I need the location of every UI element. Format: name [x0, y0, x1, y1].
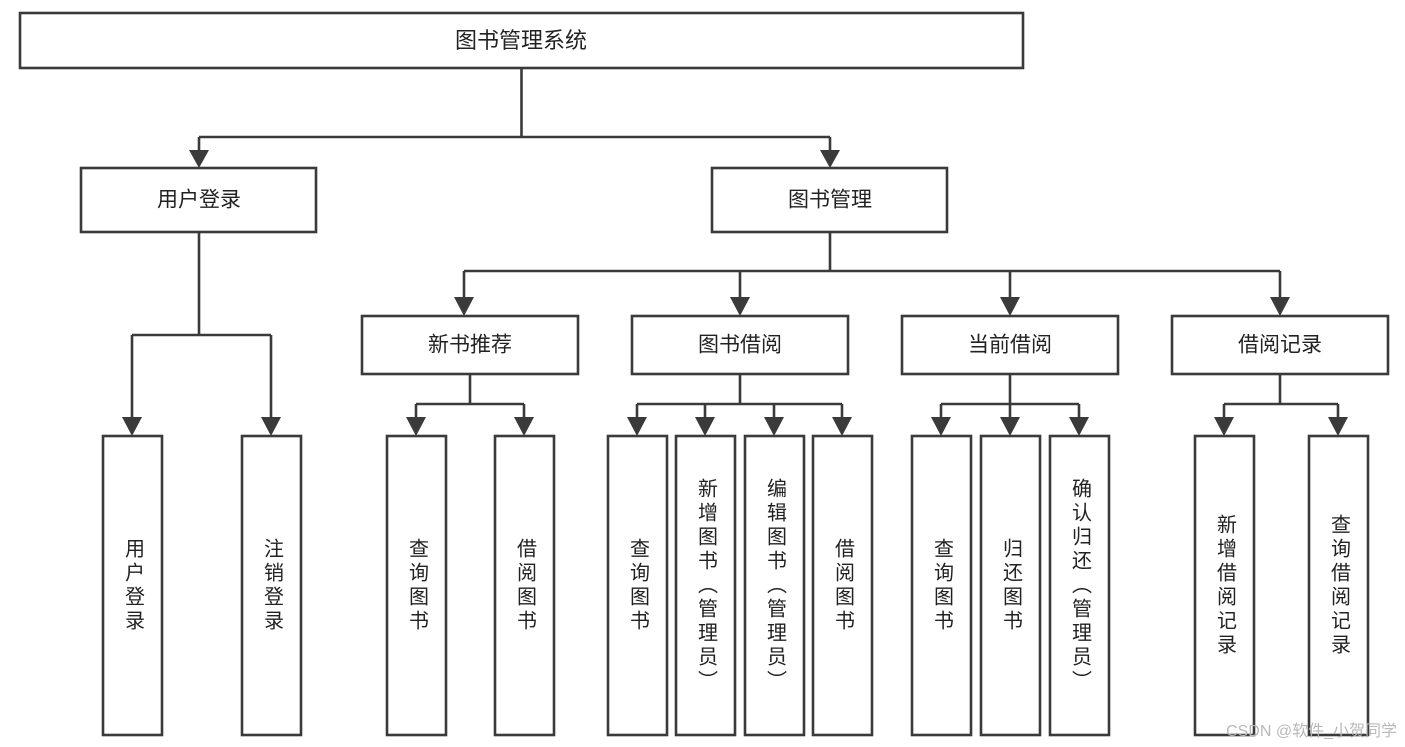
node-user-login-box[interactable]	[79, 166, 318, 234]
connector-layer	[122, 68, 1348, 436]
node-leaf-cb-confirm-return-box[interactable]	[1048, 434, 1111, 737]
arrow-head-icon	[514, 417, 534, 436]
node-current-borrow-box[interactable]	[900, 314, 1120, 376]
node-new-book-recommend-label: 新书推荐	[428, 334, 512, 357]
node-leaf-br-query-record-box[interactable]	[1307, 434, 1370, 737]
node-root-label: 图书管理系统	[455, 28, 587, 53]
node-leaf-nb-borrow-book-box[interactable]	[493, 434, 556, 737]
node-borrow-record-box[interactable]	[1170, 314, 1390, 376]
arrow-head-icon	[122, 417, 142, 436]
node-leaf-br-query-record[interactable]	[1307, 434, 1370, 737]
arrow-head-icon	[1000, 297, 1020, 316]
arrow-head-icon	[1270, 297, 1290, 316]
arrow-head-icon	[695, 417, 715, 436]
node-current-borrow-label: 当前借阅	[968, 334, 1052, 357]
node-leaf-bb-edit-book-box[interactable]	[743, 434, 806, 737]
arrow-head-icon	[1069, 417, 1089, 436]
node-root[interactable]: 图书管理系统	[18, 11, 1025, 70]
node-leaf-bb-query-book[interactable]	[606, 434, 669, 737]
node-leaf-nb-query-book[interactable]	[385, 434, 448, 737]
arrow-head-icon	[189, 150, 209, 168]
node-leaf-bb-borrow-book-box[interactable]	[811, 434, 874, 737]
node-book-borrow-box[interactable]	[630, 314, 850, 376]
node-leaf-bb-query-book-box[interactable]	[606, 434, 669, 737]
node-leaf-bb-add-book[interactable]	[674, 434, 737, 737]
arrow-head-icon	[931, 417, 951, 436]
arrow-head-icon	[820, 150, 840, 168]
node-leaf-bb-edit-book[interactable]	[743, 434, 806, 737]
node-user-login-label: 用户登录	[157, 189, 241, 212]
node-leaf-cb-return-book[interactable]	[979, 434, 1042, 737]
node-new-book-recommend[interactable]: 新书推荐	[360, 314, 580, 376]
arrow-head-icon	[454, 297, 474, 316]
arrow-head-icon	[406, 417, 426, 436]
node-book-manage-box[interactable]	[710, 166, 949, 234]
arrow-head-icon	[1328, 417, 1348, 436]
node-book-borrow-label: 图书借阅	[698, 334, 782, 357]
node-leaf-bb-borrow-book[interactable]	[811, 434, 874, 737]
node-leaf-cb-confirm-return[interactable]	[1048, 434, 1111, 737]
node-new-book-recommend-box[interactable]	[360, 314, 580, 376]
node-borrow-record-label: 借阅记录	[1238, 334, 1322, 357]
node-borrow-record[interactable]: 借阅记录	[1170, 314, 1390, 376]
node-leaf-cb-query-book[interactable]	[910, 434, 973, 737]
arrow-head-icon	[627, 417, 647, 436]
node-book-manage[interactable]: 图书管理	[710, 166, 949, 234]
arrow-head-icon	[1000, 417, 1020, 436]
arrow-head-icon	[730, 297, 750, 316]
node-leaf-br-add-record[interactable]	[1193, 434, 1256, 737]
node-book-borrow[interactable]: 图书借阅	[630, 314, 850, 376]
node-leaf-cb-query-book-box[interactable]	[910, 434, 973, 737]
node-root-box[interactable]	[18, 11, 1025, 70]
node-leaf-cb-return-book-box[interactable]	[979, 434, 1042, 737]
arrow-head-icon	[764, 417, 784, 436]
node-leaf-nb-query-book-box[interactable]	[385, 434, 448, 737]
node-leaf-user-login[interactable]	[101, 434, 164, 737]
node-leaf-logout-box[interactable]	[240, 434, 303, 737]
node-leaf-br-add-record-box[interactable]	[1193, 434, 1256, 737]
node-current-borrow[interactable]: 当前借阅	[900, 314, 1120, 376]
arrow-head-icon	[1214, 417, 1234, 436]
arrow-head-icon	[832, 417, 852, 436]
node-leaf-bb-add-book-box[interactable]	[674, 434, 737, 737]
node-leaf-user-login-box[interactable]	[101, 434, 164, 737]
arrow-head-icon	[261, 417, 281, 436]
node-leaf-logout[interactable]	[240, 434, 303, 737]
node-leaf-nb-borrow-book[interactable]	[493, 434, 556, 737]
node-book-manage-label: 图书管理	[788, 189, 872, 212]
node-user-login[interactable]: 用户登录	[79, 166, 318, 234]
